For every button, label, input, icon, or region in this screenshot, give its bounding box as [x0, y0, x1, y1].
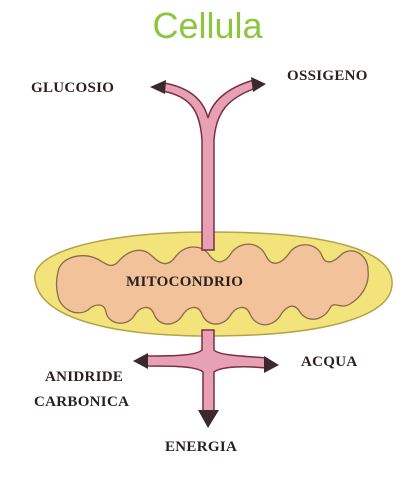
co2-arrow-head: [133, 353, 148, 369]
incoming-arrow-band: [162, 80, 256, 250]
label-energy: ENERGIA: [165, 438, 237, 457]
oxygen-arrow-head: [251, 77, 266, 92]
label-mitochondrion: MITOCONDRIO: [126, 273, 243, 292]
label-glucose: GLUCOSIO: [31, 79, 114, 98]
label-co2-line1: ANIDRIDE: [45, 368, 123, 387]
diagram-title: Cellula: [0, 4, 415, 48]
label-oxygen: OSSIGENO: [287, 67, 368, 86]
outgoing-arrow-band: [146, 330, 266, 412]
label-co2-line2: CARBONICA: [34, 393, 129, 412]
glucose-arrow-head: [150, 80, 166, 94]
label-water: ACQUA: [301, 353, 358, 372]
energy-arrow-head: [198, 410, 219, 428]
water-arrow-head: [264, 356, 279, 373]
